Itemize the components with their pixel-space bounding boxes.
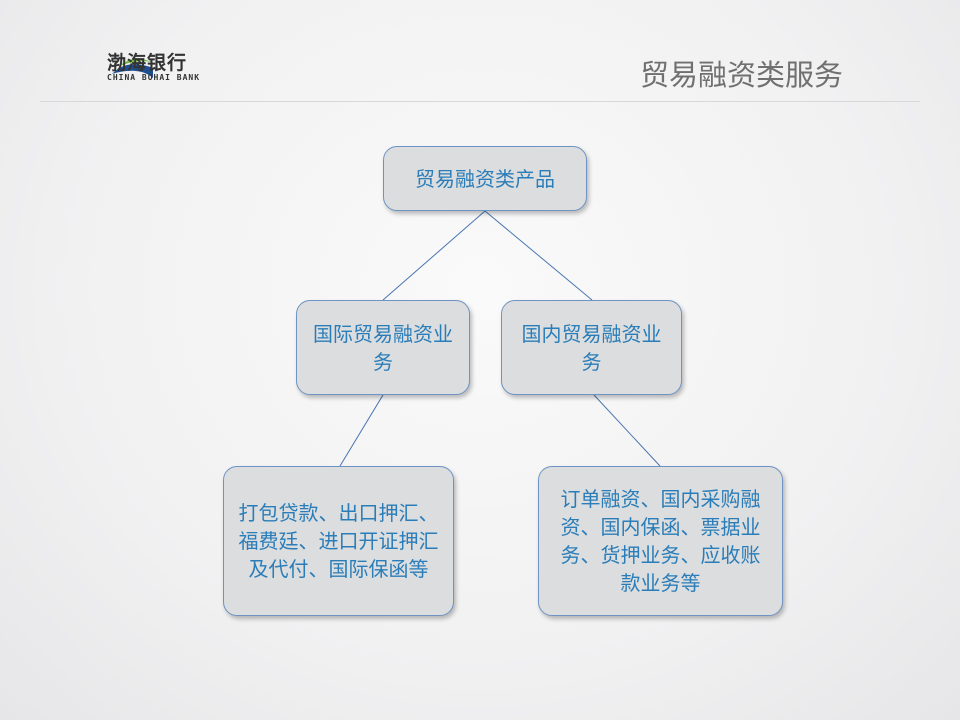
connector-right-child — [593, 394, 661, 467]
node-domestic: 国内贸易融资业务 — [501, 300, 682, 395]
bank-logo-icon — [112, 58, 153, 78]
node-root: 贸易融资类产品 — [383, 146, 587, 211]
node-international-products: 打包贷款、出口押汇、福费廷、进口开证押汇及代付、国际保函等 — [223, 466, 454, 616]
connector-left-child — [339, 394, 384, 467]
connector-root-left — [382, 210, 486, 301]
logo-english-name: CHINA BOHAI BANK — [107, 73, 201, 82]
header-divider — [40, 101, 920, 102]
node-domestic-products: 订单融资、国内采购融资、国内保函、票据业务、货押业务、应收账款业务等 — [538, 466, 783, 616]
logo-chinese-name: 渤海银行 — [107, 52, 188, 74]
connector-root-right — [484, 210, 593, 301]
page-title: 贸易融资类服务 — [640, 58, 844, 92]
node-international: 国际贸易融资业务 — [296, 300, 470, 395]
